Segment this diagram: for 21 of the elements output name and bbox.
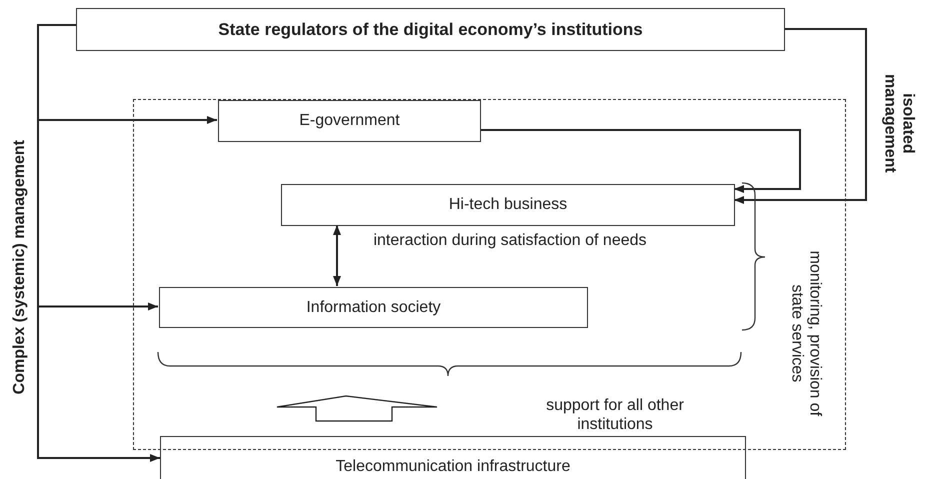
arrow xyxy=(734,28,867,204)
annotation-text: monitoring, provision of state services xyxy=(787,250,824,418)
arrow xyxy=(333,225,341,286)
dashed-group-frame xyxy=(133,99,846,450)
process-box xyxy=(159,287,588,328)
process-box xyxy=(160,436,746,479)
box-label: Telecommunication infrastructure xyxy=(336,458,570,476)
arrow xyxy=(480,129,801,193)
arrow xyxy=(37,24,160,462)
process-box xyxy=(281,184,735,226)
box-label: State regulators of the digital economy’s institutions xyxy=(218,20,643,40)
box-label: Hi-tech business xyxy=(448,196,568,214)
annotation-text: Complex (systemic) management xyxy=(10,139,29,396)
edge-label: isolated management xyxy=(880,73,916,175)
annotation-text: support for all other institutions xyxy=(545,396,685,434)
box-label: E-government xyxy=(299,112,400,130)
process-box xyxy=(218,100,481,142)
edge-label: interaction during satisfaction of needs xyxy=(372,231,648,250)
block-arrow xyxy=(276,395,438,422)
box-label: Information society xyxy=(306,298,441,316)
process-box xyxy=(76,8,785,51)
